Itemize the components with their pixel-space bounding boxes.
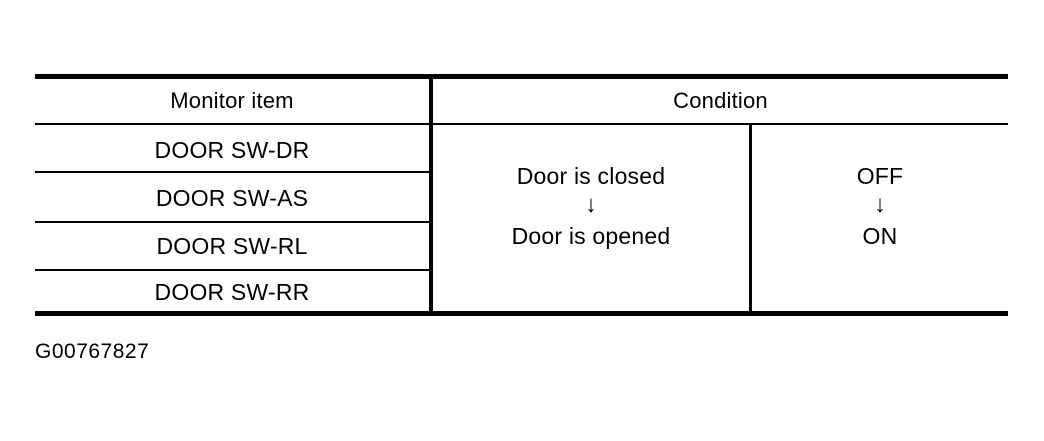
down-arrow-icon: ↓ (874, 191, 886, 218)
condition-state-from: Door is closed (516, 162, 666, 189)
table-row-monitor-item-0: DOOR SW-DR (154, 137, 310, 163)
row-separator-2 (35, 221, 429, 223)
column-header-monitor-item: Monitor item (170, 88, 294, 113)
down-arrow-icon: ↓ (584, 191, 597, 218)
row-separator-3 (35, 269, 429, 271)
column-divider-main (429, 74, 433, 316)
table-row-monitor-item-2: DOOR SW-RL (156, 233, 308, 259)
column-header-condition: Condition (673, 88, 768, 113)
condition-state-to: Door is opened (511, 223, 671, 249)
condition-signal-stack: OFF ↓ ON (857, 164, 904, 248)
row-separator-1 (35, 171, 429, 173)
table-row-monitor-item-1: DOOR SW-AS (155, 185, 309, 211)
condition-signal-to: ON (862, 223, 898, 249)
figure-caption: G00767827 (35, 340, 150, 363)
condition-cell-door-state: Door is closed ↓ Door is opened (433, 125, 749, 311)
table-row-monitor-item-3: DOOR SW-RR (154, 279, 310, 305)
table-header-rule (35, 123, 1008, 125)
table-bottom-rule (35, 311, 1008, 316)
condition-cell-signal-value: OFF ↓ ON (752, 125, 1008, 311)
column-divider-condition (749, 123, 752, 311)
monitor-condition-table: Monitor item Condition DOOR SW-DR DOOR S… (35, 74, 1008, 316)
condition-state-stack: Door is closed ↓ Door is opened (512, 164, 671, 248)
table-top-rule (35, 74, 1008, 79)
condition-signal-from: OFF (856, 162, 904, 189)
